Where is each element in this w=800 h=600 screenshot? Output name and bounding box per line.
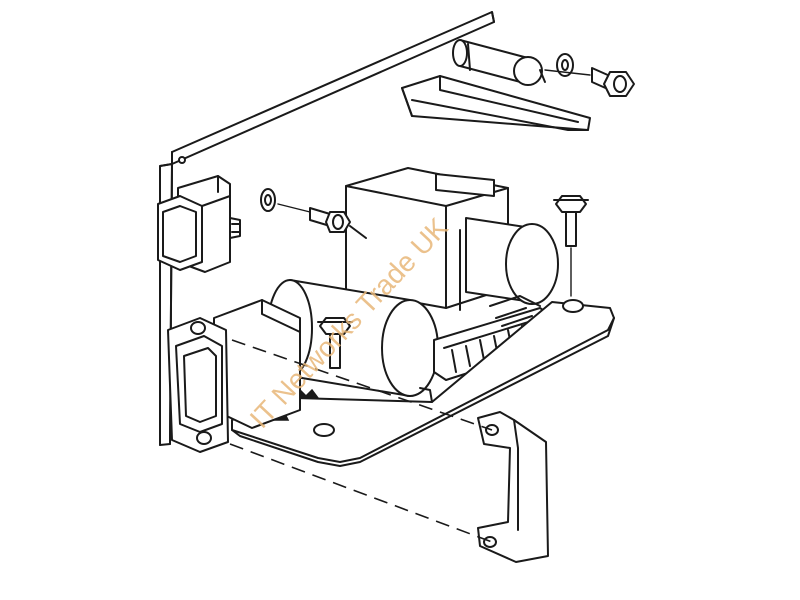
top-screw [591, 67, 635, 97]
mounting-bracket [477, 411, 549, 563]
base-plate [231, 299, 615, 467]
top-washer [556, 53, 574, 77]
standoff-screw-left [317, 317, 353, 369]
top-bracket [401, 69, 591, 131]
rocker-switch [157, 175, 241, 273]
capacitor-right [465, 217, 559, 305]
side-screw [309, 207, 367, 239]
top-resistor [452, 39, 543, 86]
side-washer [260, 188, 276, 212]
standoff-screw-right [553, 195, 589, 297]
assembly-guide-lines [229, 339, 493, 543]
iec-power-inlet [167, 299, 301, 453]
side-screw-guide [277, 203, 311, 213]
top-screw-guide [544, 69, 591, 76]
